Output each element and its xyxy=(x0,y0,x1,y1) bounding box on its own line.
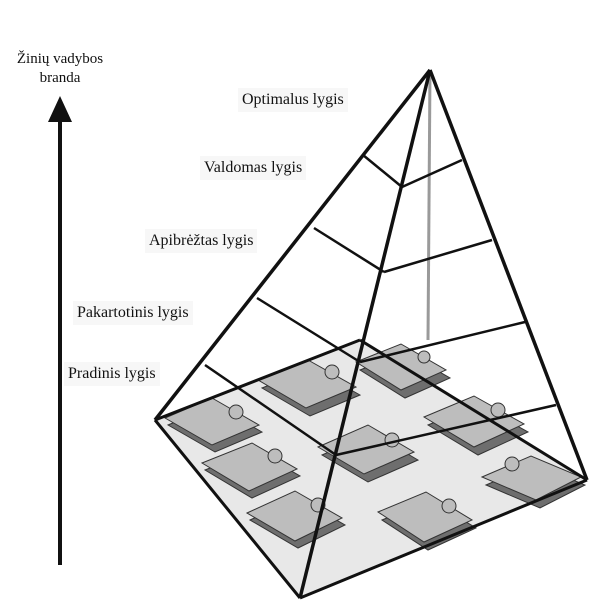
edge-front xyxy=(298,69,432,599)
divider-right-2 xyxy=(383,238,493,274)
divider-left-3 xyxy=(256,296,361,364)
puzzle-knob xyxy=(228,404,244,420)
puzzle-knob xyxy=(267,448,283,464)
axis-title-line1: Žinių vadybos xyxy=(16,51,104,67)
puzzle-piece xyxy=(200,442,299,492)
arrow-head xyxy=(48,96,72,122)
puzzle-pieces xyxy=(163,343,587,551)
base-front-left-edge xyxy=(153,419,302,599)
level-label-managed: Valdomas lygis xyxy=(200,156,307,180)
level-dividers-left-face xyxy=(204,154,403,457)
edge-right xyxy=(428,69,589,481)
divider-right-4 xyxy=(335,403,557,457)
level-label-defined: Apibrėžtas lygis xyxy=(145,229,258,253)
divider-right-1 xyxy=(401,158,463,189)
puzzle-piece xyxy=(422,395,526,448)
base-back-right-edge xyxy=(359,338,588,482)
base-back-left-edge xyxy=(154,338,361,422)
puzzle-knob xyxy=(504,456,520,472)
level-dividers-right-face xyxy=(335,158,557,457)
divider-left-4 xyxy=(204,363,337,457)
divider-left-2 xyxy=(313,226,385,274)
edge-left xyxy=(153,68,432,422)
axis-title-line2: branda xyxy=(39,70,81,86)
level-label-optimal: Optimalus lygis xyxy=(238,88,348,112)
pyramid-hidden-edge xyxy=(426,69,432,341)
puzzle-knob xyxy=(324,364,340,380)
divider-left-1 xyxy=(362,154,403,188)
base-front-right-edge xyxy=(299,478,588,600)
puzzle-knob xyxy=(441,498,457,514)
maturity-arrow xyxy=(48,96,72,565)
level-label-initial: Pradinis lygis xyxy=(64,362,160,386)
puzzle-knob xyxy=(417,350,431,364)
level-label-repeatable: Pakartotinis lygis xyxy=(73,301,193,325)
pyramid-base-outline xyxy=(153,338,588,600)
puzzle-knob xyxy=(490,402,506,418)
puzzle-piece xyxy=(376,491,474,543)
axis-title: Žinių vadybos branda xyxy=(2,50,118,88)
puzzle-piece xyxy=(316,424,416,475)
pyramid-edges xyxy=(153,68,589,599)
divider-right-3 xyxy=(359,320,526,364)
